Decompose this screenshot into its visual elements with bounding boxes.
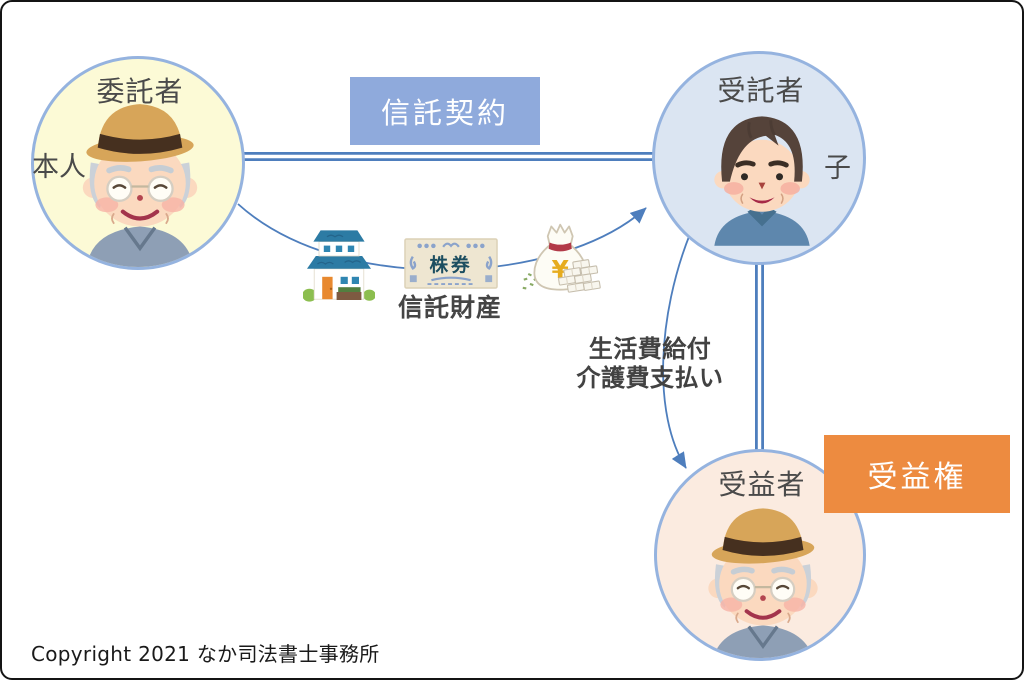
money-bag-icon [521,220,603,297]
trustee-role-label: 受託者 [717,74,805,107]
payment-arrow [662,233,691,469]
beneficiary-right-box: 受益権 [824,435,1010,513]
payment-line1: 生活費給付 [588,335,712,363]
beneficiary-avatar [681,492,845,661]
settlor-node [31,56,245,270]
stock-certificate-icon [404,238,498,289]
trust-assets-caption: 信託財産 [397,293,502,322]
trustee-node [652,51,866,265]
beneficiary-role-label: 受益者 [718,468,806,501]
trustee-avatar [689,90,835,246]
settlor-role-label: 委託者 [96,75,184,108]
settlor-tag-label: 本人 [32,152,86,183]
payment-annotation: 生活費給付 介護費支払い [560,335,740,393]
trustee-tag-label: 子 [824,153,851,184]
copyright-text: Copyright 2021 なか司法書士事務所 [31,642,380,666]
payment-line2: 介護費支払い [576,364,724,392]
trust-contract-box: 信託契約 [350,77,540,145]
house-icon [303,223,375,305]
